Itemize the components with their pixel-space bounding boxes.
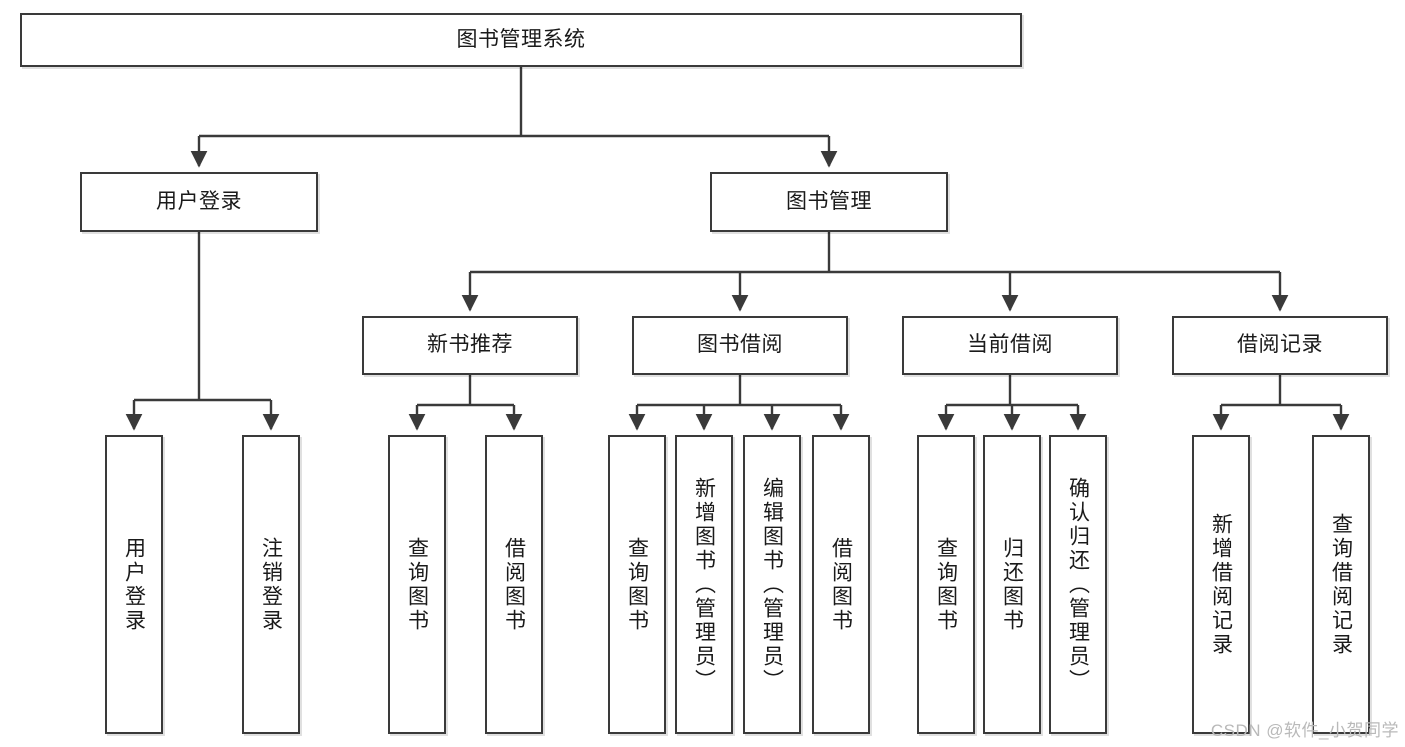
- node-leaf-query-book-bb-label: 查询图书: [625, 536, 649, 633]
- node-borrow-record[interactable]: 借阅记录: [1172, 316, 1388, 375]
- node-leaf-borrow-book-rec[interactable]: 借阅图书: [485, 435, 543, 734]
- node-leaf-query-book-cb-label: 查询图书: [934, 536, 958, 633]
- node-leaf-edit-book[interactable]: 编辑图书（管理员）: [743, 435, 801, 734]
- node-current-borrow[interactable]: 当前借阅: [902, 316, 1118, 375]
- node-leaf-query-book-rec[interactable]: 查询图书: [388, 435, 446, 734]
- node-book-manage-label: 图书管理: [786, 189, 872, 213]
- node-leaf-return-book[interactable]: 归还图书: [983, 435, 1041, 734]
- node-new-book-rec-label: 新书推荐: [427, 333, 513, 357]
- node-leaf-query-book-cb[interactable]: 查询图书: [917, 435, 975, 734]
- node-leaf-confirm-return[interactable]: 确认归还（管理员）: [1049, 435, 1107, 734]
- node-borrow-record-label: 借阅记录: [1237, 333, 1323, 357]
- node-leaf-query-book-bb[interactable]: 查询图书: [608, 435, 666, 734]
- node-book-borrow-label: 图书借阅: [697, 333, 783, 357]
- node-book-borrow[interactable]: 图书借阅: [632, 316, 848, 375]
- node-leaf-confirm-return-label: 确认归还（管理员）: [1066, 476, 1090, 693]
- node-leaf-add-book[interactable]: 新增图书（管理员）: [675, 435, 733, 734]
- node-leaf-add-record[interactable]: 新增借阅记录: [1192, 435, 1250, 734]
- node-leaf-add-record-label: 新增借阅记录: [1209, 512, 1233, 657]
- node-leaf-borrow-book-bb-label: 借阅图书: [829, 536, 853, 633]
- node-leaf-return-book-label: 归还图书: [1000, 536, 1024, 633]
- node-leaf-query-record-label: 查询借阅记录: [1329, 512, 1353, 657]
- node-leaf-query-book-rec-label: 查询图书: [405, 536, 429, 633]
- node-current-borrow-label: 当前借阅: [967, 333, 1053, 357]
- node-leaf-user-login[interactable]: 用户登录: [105, 435, 163, 734]
- node-book-manage[interactable]: 图书管理: [710, 172, 948, 232]
- node-leaf-logout[interactable]: 注销登录: [242, 435, 300, 734]
- node-root[interactable]: 图书管理系统: [20, 13, 1022, 67]
- node-user-login[interactable]: 用户登录: [80, 172, 318, 232]
- node-leaf-borrow-book-bb[interactable]: 借阅图书: [812, 435, 870, 734]
- node-leaf-user-login-label: 用户登录: [122, 536, 146, 633]
- node-leaf-logout-label: 注销登录: [259, 536, 283, 633]
- node-leaf-add-book-label: 新增图书（管理员）: [692, 476, 716, 693]
- node-new-book-rec[interactable]: 新书推荐: [362, 316, 578, 375]
- node-leaf-query-record[interactable]: 查询借阅记录: [1312, 435, 1370, 734]
- node-root-label: 图书管理系统: [456, 27, 586, 51]
- node-leaf-borrow-book-rec-label: 借阅图书: [502, 536, 526, 633]
- watermark-text: CSDN @软件_小贺同学: [1210, 721, 1399, 740]
- node-leaf-edit-book-label: 编辑图书（管理员）: [760, 476, 784, 693]
- node-user-login-label: 用户登录: [156, 189, 242, 213]
